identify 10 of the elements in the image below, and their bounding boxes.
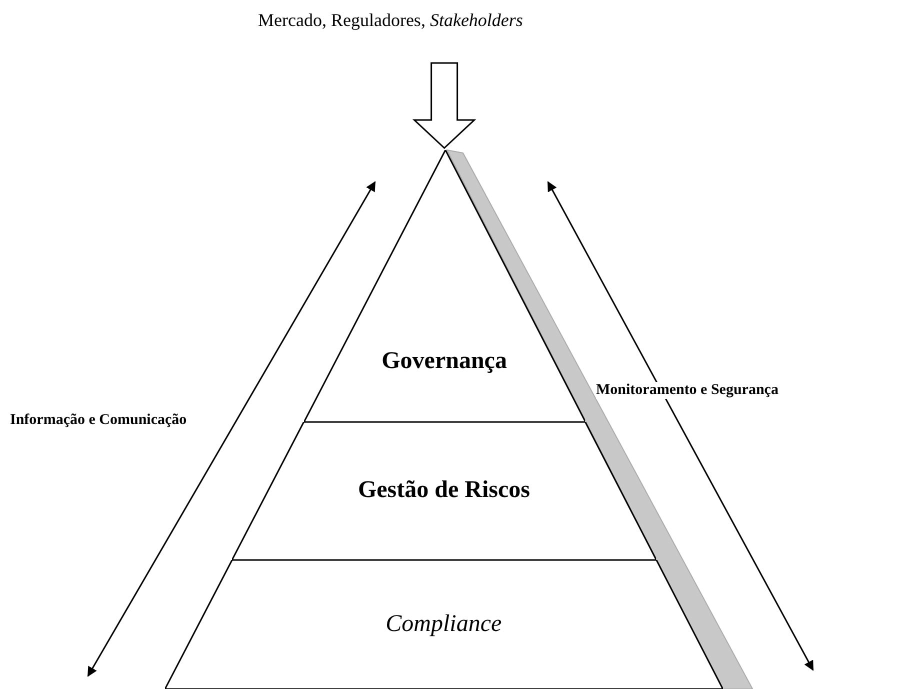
pyramid-band	[232, 422, 656, 560]
band-label: Compliance	[386, 610, 502, 636]
pyramid-top-section	[304, 150, 586, 422]
side-label: Informação e Comunicação	[10, 412, 187, 429]
block-arrow	[412, 62, 476, 150]
band-label: Gestão de Riscos	[358, 477, 530, 503]
band-label: Governança	[382, 348, 507, 374]
pyramid-band	[164, 560, 723, 689]
side-label: Monitoramento e Segurança	[596, 382, 778, 399]
heading-text: Mercado, Reguladores, Stakeholders	[258, 10, 523, 31]
